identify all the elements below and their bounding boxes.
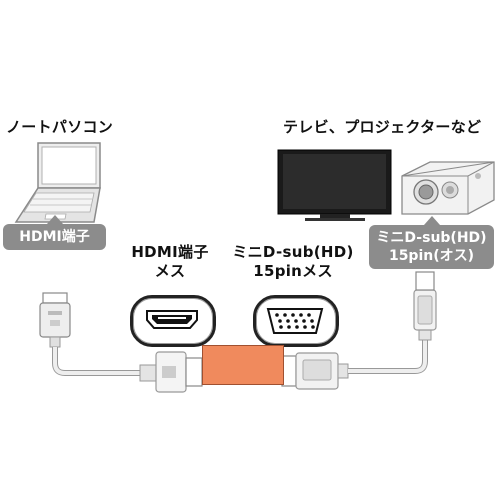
- dsub-male-tag-line1: ミニD-sub(HD): [376, 230, 487, 246]
- dsub-female-label: ミニD-sub(HD) 15pinメス: [228, 243, 358, 281]
- hdmi-port-tag: HDMI端子: [3, 224, 106, 250]
- hdmi-plug-icon: [39, 292, 71, 348]
- hdmi-female-label-line2: メス: [154, 262, 186, 280]
- dsub-male-tag: ミニD-sub(HD) 15pin(オス): [369, 225, 494, 269]
- dsub-female-label-line1: ミニD-sub(HD): [232, 243, 354, 261]
- tv-projector-label: テレビ、プロジェクターなど: [283, 118, 482, 136]
- dsub-tag-arrow: [424, 216, 440, 225]
- hdmi-tag-arrow: [47, 215, 63, 224]
- projector-icon: [401, 161, 495, 215]
- vga-port-icon: [266, 308, 324, 334]
- hdmi-female-label: HDMI端子 メス: [120, 243, 220, 281]
- hdmi-port-icon: [146, 310, 198, 329]
- vga-plug-vertical-icon: [413, 271, 437, 341]
- adapter-body: [202, 345, 284, 385]
- dsub-female-label-line2: 15pinメス: [253, 262, 333, 280]
- hdmi-female-label-line1: HDMI端子: [131, 243, 209, 261]
- hdmi-adapter-plug: [139, 351, 203, 393]
- hdmi-port-tag-text: HDMI端子: [19, 229, 90, 245]
- laptop-label: ノートパソコン: [6, 118, 114, 136]
- vga-plug-icon: [281, 352, 349, 390]
- tv-icon: [277, 149, 392, 221]
- laptop-icon: [14, 142, 101, 223]
- dsub-male-tag-line2: 15pin(オス): [388, 248, 475, 264]
